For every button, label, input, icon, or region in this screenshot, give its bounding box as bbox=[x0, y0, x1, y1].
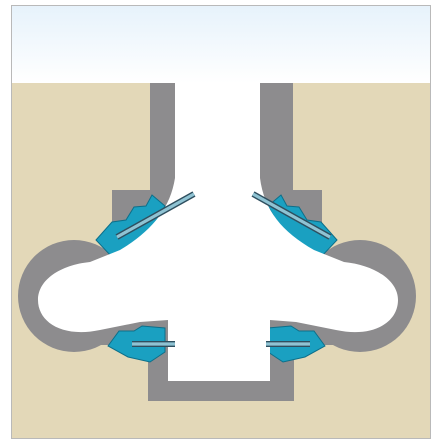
anchor-rods bbox=[115, 191, 332, 347]
diagram-frame bbox=[11, 5, 431, 439]
sky-background bbox=[11, 5, 431, 83]
excavated-voids bbox=[38, 83, 398, 381]
anchor-rod-upper-right bbox=[251, 191, 332, 240]
anchor-rod-upper-left bbox=[115, 191, 196, 240]
main-void-shape bbox=[38, 83, 398, 381]
grouted-zones bbox=[95, 194, 338, 363]
